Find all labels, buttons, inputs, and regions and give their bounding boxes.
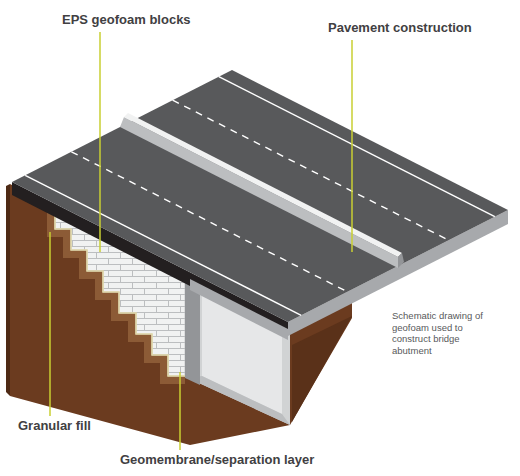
median-barrier-end: [398, 253, 404, 268]
leader-line: [99, 32, 101, 252]
leader-line: [49, 232, 51, 416]
road-surface: [12, 70, 508, 322]
embankment-right: [292, 316, 352, 422]
median-barrier: [120, 117, 398, 268]
leader-line: [179, 372, 181, 450]
callout-label: EPS geofoam blocks: [62, 12, 222, 28]
callout-label: Geomembrane/separation layer: [120, 452, 380, 468]
underpass-floor: [188, 376, 290, 425]
leader-line: [351, 40, 353, 252]
callout-label: Granular fill: [18, 418, 148, 434]
lane-divider: [71, 152, 347, 292]
figure-caption: Schematic drawing of geofoam used to con…: [392, 310, 488, 356]
callout-label: Pavement construction: [328, 20, 508, 36]
embankment-side: [6, 184, 10, 396]
abutment-wall: [185, 278, 200, 385]
median-barrier-top: [124, 113, 402, 257]
